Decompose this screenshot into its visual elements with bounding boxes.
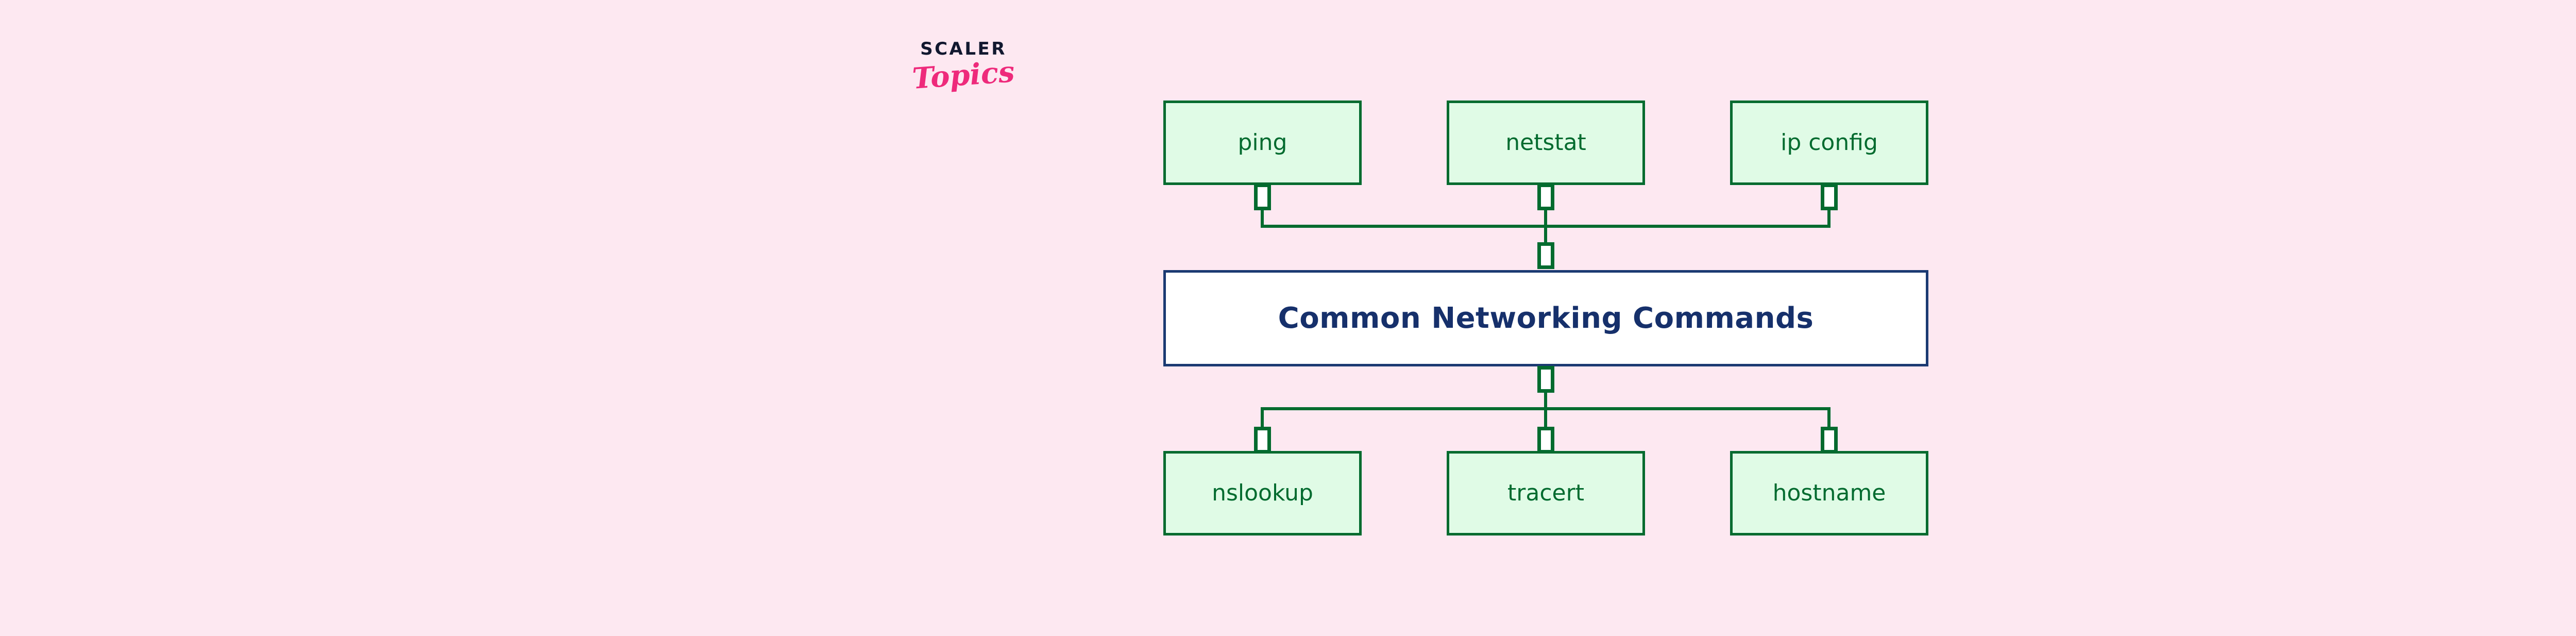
node-nslookup[interactable]: nslookup (1163, 451, 1362, 535)
connector-root-drop-bottom (1544, 392, 1547, 410)
connector-drop-ip-config (1827, 209, 1831, 228)
connector-stub-hostname (1821, 427, 1838, 454)
node-ping[interactable]: ping (1163, 101, 1362, 185)
node-hostname[interactable]: hostname (1730, 451, 1928, 535)
connector-stub-tracert (1537, 427, 1554, 454)
node-ip-config[interactable]: ip config (1730, 101, 1928, 185)
connector-stub-ip-config (1821, 183, 1838, 210)
node-tracert[interactable]: tracert (1447, 451, 1645, 535)
node-label: ip config (1781, 129, 1878, 156)
connector-rise-hostname (1827, 407, 1831, 431)
connector-stub-netstat (1537, 183, 1554, 210)
node-label: nslookup (1212, 480, 1313, 506)
connector-drop-ping (1261, 209, 1264, 228)
connector-rise-tracert (1544, 407, 1547, 431)
node-label: Common Networking Commands (1278, 301, 1814, 335)
logo-wordmark-topics: Topics (911, 55, 1016, 96)
connector-stub-root-top (1537, 242, 1554, 269)
node-common-networking-commands[interactable]: Common Networking Commands (1163, 270, 1928, 366)
connector-stub-root-bottom (1537, 366, 1554, 393)
connector-root-drop-top (1544, 225, 1547, 243)
node-label: hostname (1772, 480, 1886, 506)
connector-stub-ping (1254, 183, 1271, 210)
node-label: netstat (1505, 129, 1586, 156)
connector-drop-netstat (1544, 209, 1547, 228)
logo-wordmark-scaler: SCALER (920, 39, 1007, 59)
connector-stub-nslookup (1254, 427, 1271, 454)
node-netstat[interactable]: netstat (1447, 101, 1645, 185)
scaler-topics-logo: SCALER Topics (896, 40, 1030, 133)
node-label: ping (1238, 129, 1287, 156)
node-label: tracert (1507, 480, 1584, 506)
connector-rise-nslookup (1261, 407, 1264, 431)
